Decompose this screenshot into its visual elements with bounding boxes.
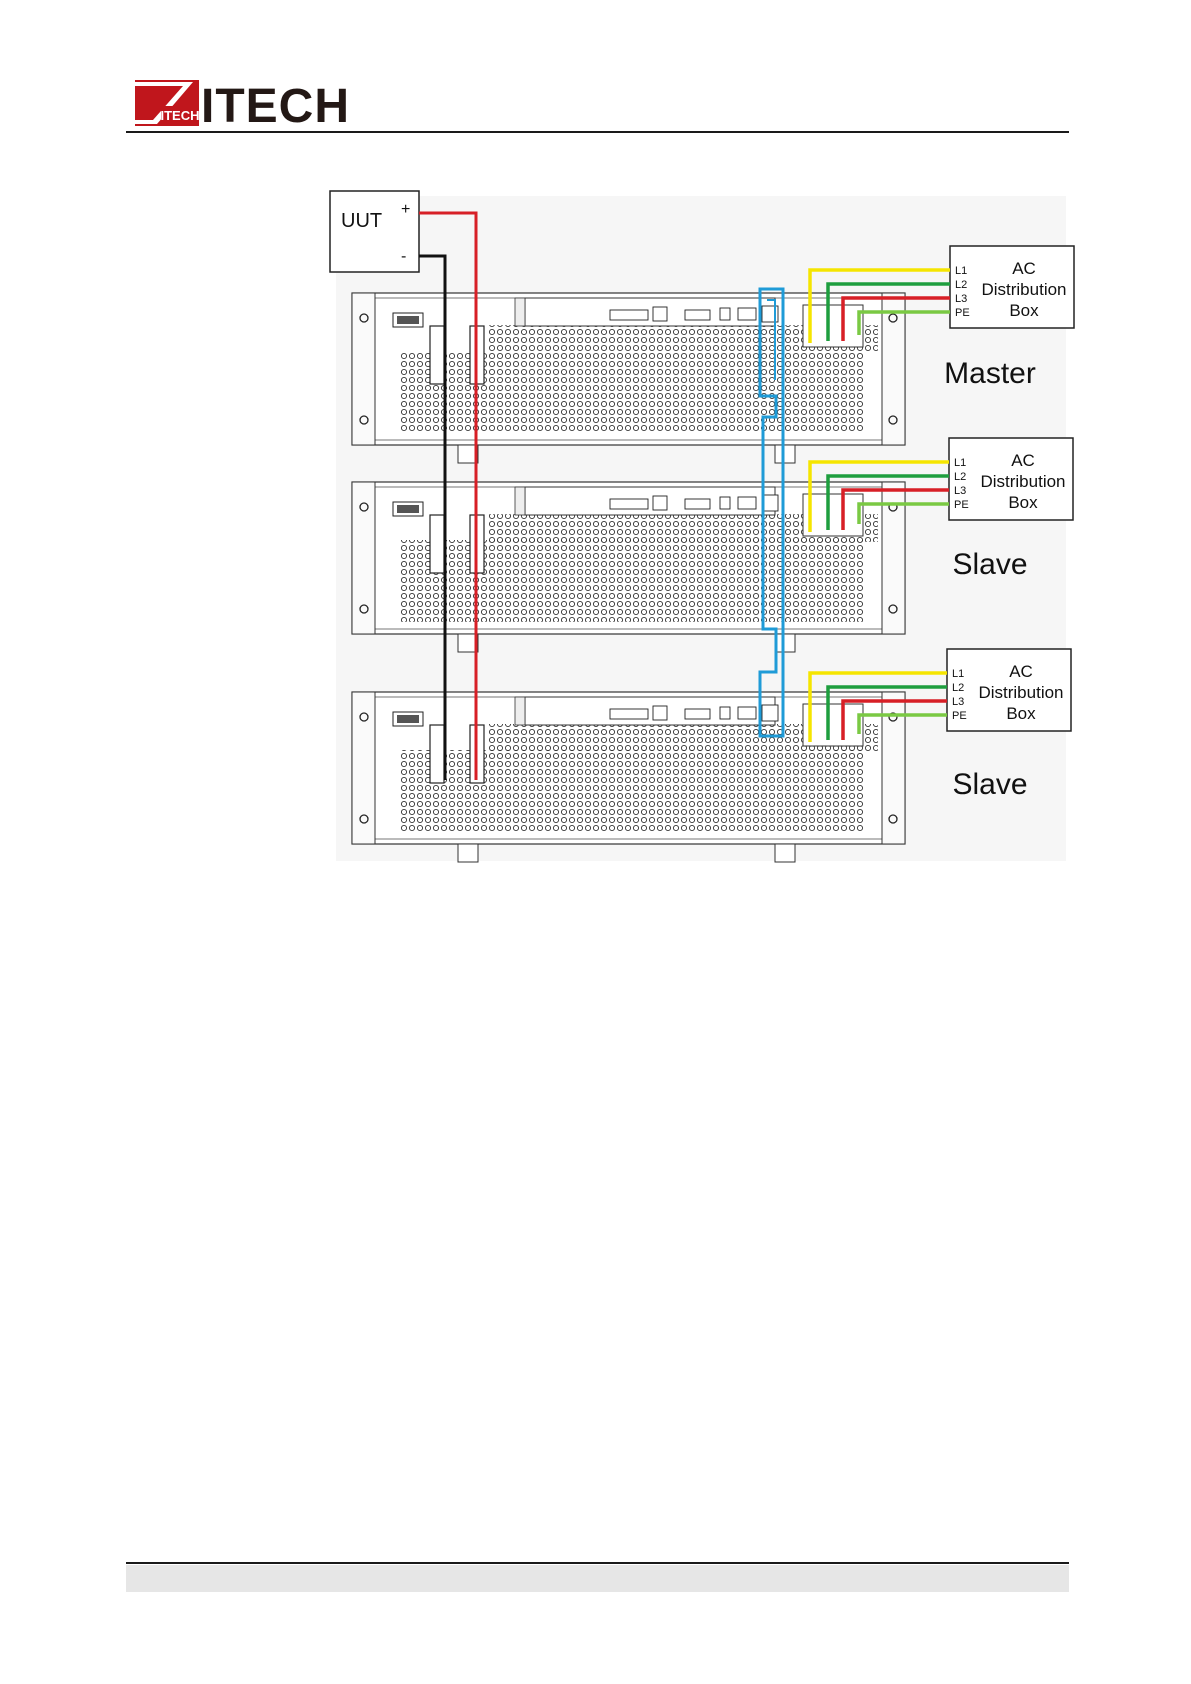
ac-box-title-line: Distribution [981, 280, 1066, 299]
ac-terminal-label: L1 [952, 668, 964, 680]
uut-label: UUT [341, 210, 382, 232]
slave-label: Slave [952, 768, 1027, 801]
uut-block: UUT + - [330, 191, 419, 272]
uut-minus-terminal: - [401, 248, 406, 265]
ac-terminal-label: L2 [954, 471, 966, 483]
ac-terminal-label: L3 [955, 293, 967, 305]
ac-terminal-label: L3 [952, 696, 964, 708]
ac-box-title-line: Box [1008, 493, 1038, 512]
uut-plus-terminal: + [401, 201, 410, 218]
ac-terminal-label: L2 [952, 682, 964, 694]
ac-box-title-line: Distribution [978, 683, 1063, 702]
footer-rule [126, 1562, 1069, 1564]
ac-terminal-label: L1 [955, 265, 967, 277]
ac-terminal-label: L1 [954, 457, 966, 469]
ac-box-title-line: AC [1009, 662, 1033, 681]
ac-box-title-line: AC [1012, 259, 1036, 278]
ac-terminal-label: L3 [954, 485, 966, 497]
ac-box-title-line: Box [1006, 704, 1036, 723]
ac-terminal-label: PE [954, 499, 969, 511]
ac-terminal-label: PE [952, 710, 967, 722]
ac-box-title-line: Distribution [980, 472, 1065, 491]
ac-terminal-label: L2 [955, 279, 967, 291]
master-label: Master [944, 357, 1036, 390]
footer-band [126, 1565, 1069, 1592]
ac-terminal-label: PE [955, 307, 970, 319]
ac-box-title-line: AC [1011, 451, 1035, 470]
ac-box-title-line: Box [1009, 301, 1039, 320]
slave-label: Slave [952, 548, 1027, 581]
